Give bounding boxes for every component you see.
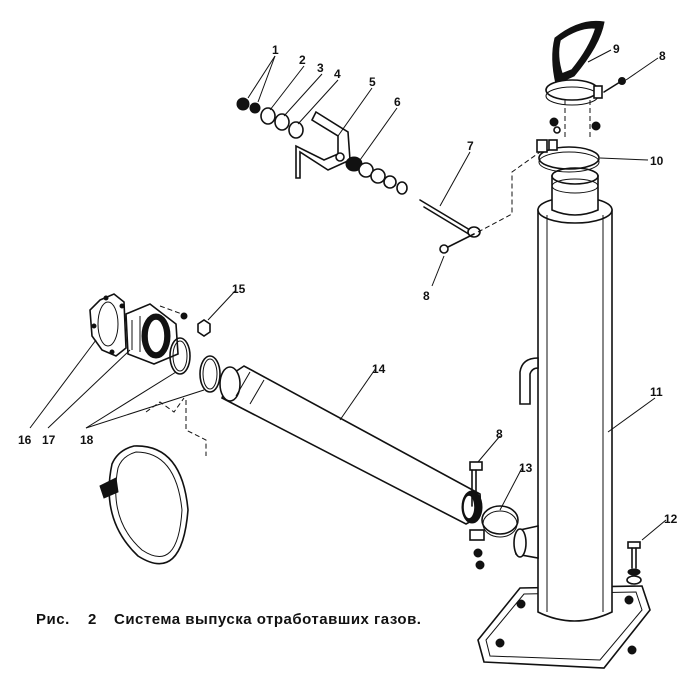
callout-10: 10 [650, 154, 664, 168]
callout-6: 6 [394, 95, 401, 109]
callout-12: 12 [664, 512, 678, 526]
clamp-ring-detail [99, 445, 189, 565]
callout-16: 16 [18, 433, 32, 447]
flange-assembly [89, 293, 221, 456]
callout-13: 13 [519, 461, 533, 475]
callout-1: 1 [272, 43, 279, 57]
callout-2: 2 [299, 53, 306, 67]
callout-17: 17 [42, 433, 56, 447]
callout-11: 11 [650, 385, 663, 399]
exhaust-pipe-intermediate [219, 365, 483, 525]
callout-7: 7 [467, 139, 474, 153]
clamp-top [536, 117, 601, 173]
callout-4: 4 [334, 67, 341, 81]
bracket-mount [236, 97, 541, 254]
callout-5: 5 [369, 75, 376, 89]
callout-labels: 1 2 3 4 5 6 7 8 9 8 10 11 12 13 14 15 16… [18, 42, 678, 526]
bolt-base [626, 541, 642, 585]
leader-lines [29, 49, 667, 541]
callout-3: 3 [317, 61, 324, 75]
callout-15: 15 [232, 282, 246, 296]
rain-cap [545, 20, 626, 140]
figure-caption: Рис. 2 Система выпуска отработавших газо… [36, 611, 421, 628]
callout-18: 18 [80, 433, 94, 447]
caption-number: 2 [88, 611, 97, 628]
callout-14: 14 [372, 362, 386, 376]
callout-9: 9 [613, 42, 620, 56]
caption-prefix: Рис. [36, 611, 70, 628]
callout-8-clamp-bolt: 8 [496, 427, 503, 441]
clamp-lower [469, 461, 519, 570]
exhaust-pipe-vertical [513, 167, 613, 622]
callout-8-cap-bolt: 8 [659, 49, 666, 63]
caption-title: Система выпуска отработавших газов. [114, 611, 421, 628]
callout-8-bolt-rod: 8 [423, 289, 430, 303]
